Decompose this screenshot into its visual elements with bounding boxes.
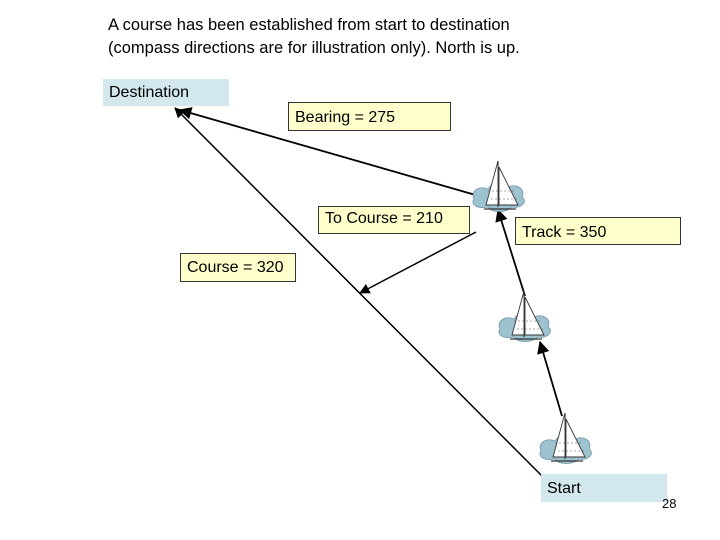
heading: A course has been established from start… xyxy=(108,14,668,60)
to-course-line xyxy=(359,231,477,294)
heading-line-1: A course has been established from start… xyxy=(108,16,510,34)
sailboat-icon xyxy=(539,412,592,465)
track-line-upper xyxy=(495,208,526,297)
to-course-label: To Course = 210 xyxy=(318,206,470,234)
bearing-line xyxy=(178,107,487,199)
course-label: Course = 320 xyxy=(180,253,296,282)
heading-line-2: (compass directions are for illustration… xyxy=(108,39,520,57)
track-label: Track = 350 xyxy=(515,217,681,245)
bearing-label: Bearing = 275 xyxy=(288,102,451,131)
course-line xyxy=(174,107,549,483)
page-number: 28 xyxy=(662,496,677,511)
sailboat-icon xyxy=(498,290,551,343)
start-label: Start xyxy=(541,474,667,502)
sailboat-icon xyxy=(472,160,525,213)
destination-label: Destination xyxy=(103,79,229,106)
track-line-lower xyxy=(537,340,563,417)
